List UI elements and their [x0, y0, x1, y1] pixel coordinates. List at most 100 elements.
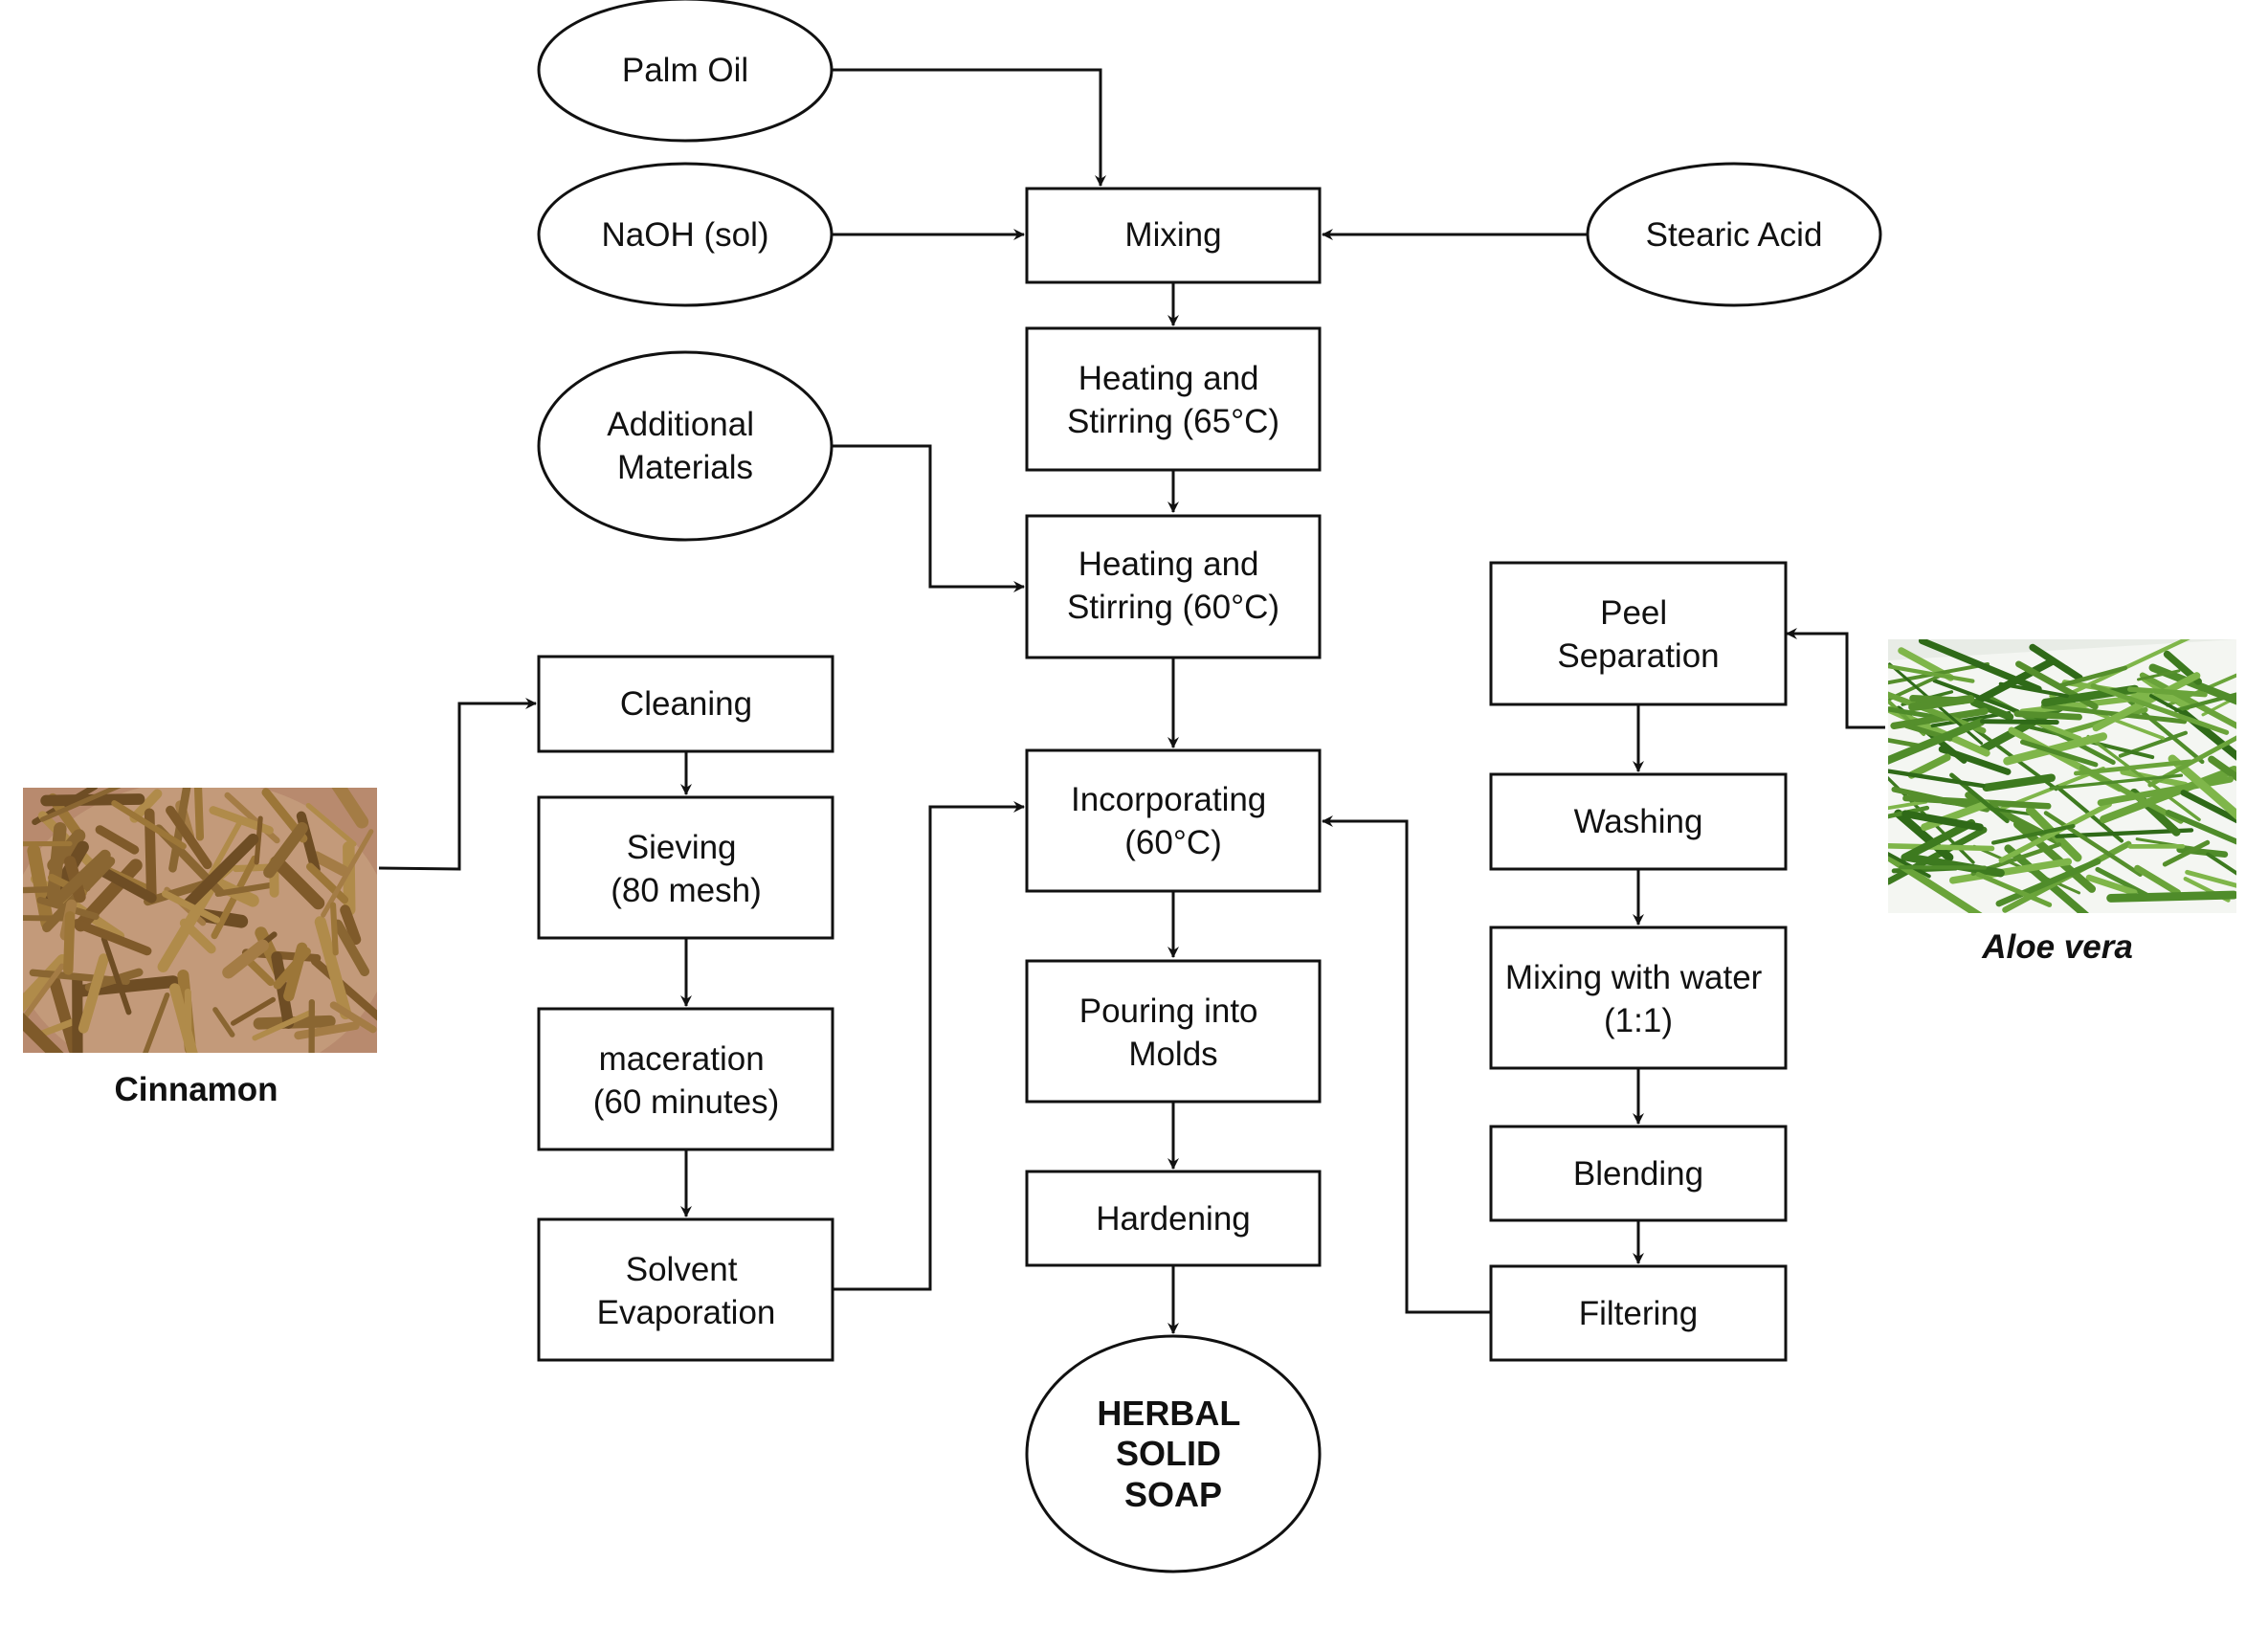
aloe-strip [2049, 773, 2184, 791]
aloe-strip [2162, 839, 2211, 867]
label-stearic-acid: Stearic Acid [1646, 216, 1823, 254]
aloe-strip [1888, 769, 1986, 789]
aloe-strip [2019, 739, 2099, 768]
cinnamon-stick [143, 992, 170, 1053]
label-incorporating: Incorporating (60°C) [1071, 781, 1276, 861]
node-palm-oil [537, 0, 834, 143]
cinnamon-stick [95, 825, 140, 855]
aloe-strip [1888, 663, 1975, 683]
label-sieving: Sieving (80 mesh) [611, 829, 762, 909]
aloe-strip [2090, 682, 2230, 735]
label-blending: Blending [1573, 1155, 1703, 1193]
cinnamon-stick [129, 789, 163, 823]
label-maceration: maceration (60 minutes) [593, 1040, 780, 1121]
aloe-strip [1949, 858, 2073, 884]
cinnamon-stick [23, 915, 74, 922]
aloe-strip [1890, 707, 1989, 730]
cinnamon-stick [168, 983, 198, 1053]
label-heating-60: Heating and Stirring (60°C) [1067, 546, 1279, 626]
aloe-strip [2100, 766, 2236, 824]
aloe-strip [2136, 669, 2181, 681]
label-peel-separation: Peel Separation [1557, 594, 1719, 675]
aloe-strip [1903, 853, 2005, 878]
label-filtering: Filtering [1579, 1295, 1698, 1332]
aloe-strip [1888, 661, 1990, 685]
aloe-strip [2174, 692, 2236, 713]
aloe-strip [1921, 800, 1990, 832]
aloe-strip [2106, 890, 2236, 903]
aloe-strip [2127, 686, 2208, 698]
aloe-strip [1932, 679, 2020, 714]
aloe-strip [2148, 694, 2193, 720]
aloe-strip [2134, 864, 2182, 897]
node-solvent-evaporation [537, 1217, 834, 1362]
node-peel-separation [1489, 561, 1788, 706]
node-washing [1489, 772, 1788, 871]
aloe-strip [1982, 773, 2056, 792]
aloe-strip [1938, 746, 2012, 775]
aloe-strip [1888, 852, 1931, 879]
aloe-strip [2168, 754, 2236, 820]
cinnamon-stick [111, 800, 187, 850]
cinnamon-stick [162, 890, 221, 924]
edge-filtering-incorporating [1322, 815, 1491, 1314]
aloe-strip [2035, 720, 2082, 742]
aloe-strip [2057, 665, 2128, 688]
cinnamon-stick [331, 788, 369, 829]
aloe-strip [1918, 639, 2042, 693]
cinnamon-stick [100, 867, 157, 904]
cinnamon-stick [294, 1021, 360, 1040]
aloe-strip [2041, 684, 2140, 707]
cinnamon-stick [305, 802, 357, 847]
node-heating-60 [1025, 514, 1322, 659]
node-additional-materials [537, 350, 834, 542]
aloe-strip [1888, 826, 1988, 885]
aloe-strip [2068, 639, 2190, 696]
cinnamon-stick [321, 829, 374, 918]
cinnamon-photo [23, 788, 377, 1053]
aloe-strip [2095, 866, 2151, 899]
cinnamon-stick [166, 805, 212, 870]
cinnamon-stick [78, 953, 109, 1034]
node-heating-65 [1025, 326, 1322, 472]
aloe-strip [2029, 643, 2083, 681]
label-additional-materials: Additional Materials [607, 406, 763, 486]
cinnamon-stick [48, 972, 80, 1053]
cinnamon-stick [29, 969, 130, 985]
aloe-strip [2013, 710, 2082, 721]
node-cleaning [537, 655, 834, 753]
cinnamon-stick [72, 919, 152, 956]
cinnamon-stick [332, 919, 370, 977]
label-palm-oil: Palm Oil [622, 52, 748, 89]
node-pouring [1025, 959, 1322, 1104]
cinnamon-stick [271, 951, 295, 1029]
cinnamon-stick [310, 851, 349, 877]
aloe-strip [2185, 869, 2236, 888]
caption-aloe-vera: Aloe vera [1981, 928, 2133, 966]
cinnamon-stick [46, 822, 67, 902]
aloe-strip [1888, 799, 1928, 811]
node-stearic-acid [1586, 162, 1882, 307]
node-blending [1489, 1125, 1788, 1222]
aloe-strip [2148, 663, 2236, 705]
aloe-strip [2165, 810, 2236, 845]
label-solvent-evaporation: Solvent Evaporation [597, 1251, 776, 1331]
cinnamon-stick [63, 911, 76, 975]
cinnamon-stick [23, 953, 70, 1013]
aloe-strip [1888, 852, 1983, 913]
connector-lines [378, 68, 1885, 1334]
cinnamon-stick [230, 996, 277, 1026]
aloe-vera-photo [1888, 639, 2236, 913]
aloe-strip [2180, 790, 2236, 824]
cinnamon-stick [263, 821, 308, 879]
aloe-strip [2117, 690, 2205, 765]
cinnamon-stick [305, 862, 349, 904]
aloe-strip [1998, 681, 2069, 699]
label-heating-65: Heating and Stirring (65°C) [1067, 360, 1279, 440]
aloe-strip [1979, 719, 2059, 725]
edge-aloe-peel [1786, 628, 1885, 729]
cinnamon-stick [314, 916, 352, 1020]
aloe-strip [2139, 672, 2236, 729]
cinnamon-stick [329, 902, 339, 956]
aloe-strip [1894, 809, 1954, 862]
